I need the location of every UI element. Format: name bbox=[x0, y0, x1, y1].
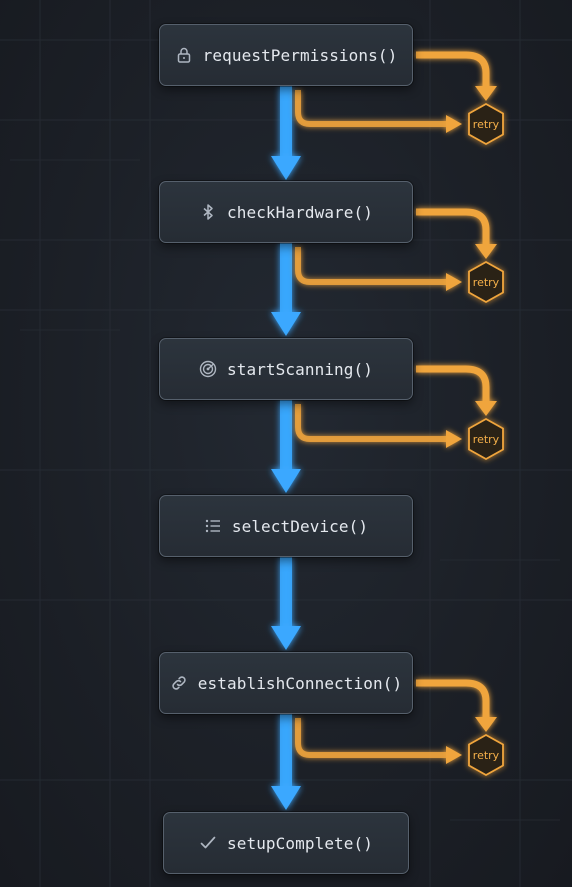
retry-loop-arrowhead bbox=[475, 717, 497, 732]
retry-flow-arrows bbox=[295, 51, 497, 764]
retry-badge-establish-connection[interactable]: retry bbox=[466, 733, 506, 777]
step-label: selectDevice() bbox=[231, 516, 369, 536]
main-flow-arrowhead bbox=[271, 312, 301, 336]
retry-loop-path bbox=[416, 51, 490, 88]
hexagon-icon bbox=[468, 417, 504, 461]
retry-loop-path bbox=[416, 679, 490, 719]
step-check-hardware[interactable]: checkHardware() bbox=[159, 181, 413, 243]
step-setup-complete[interactable]: setupComplete() bbox=[163, 812, 409, 874]
retry-branch-arrowhead bbox=[446, 273, 462, 291]
list-icon bbox=[204, 517, 222, 535]
retry-loop-arrowhead bbox=[475, 86, 497, 101]
step-start-scanning[interactable]: startScanning() bbox=[159, 338, 413, 400]
link-icon bbox=[170, 674, 188, 692]
step-label: checkHardware() bbox=[227, 202, 373, 222]
step-label: requestPermissions() bbox=[202, 45, 398, 65]
retry-label: retry bbox=[472, 117, 500, 131]
radar-icon bbox=[199, 360, 217, 378]
lock-icon bbox=[175, 46, 193, 64]
retry-loop-path bbox=[416, 208, 490, 246]
hexagon-icon bbox=[468, 260, 504, 304]
step-label: establishConnection() bbox=[197, 673, 403, 693]
main-flow-arrowhead bbox=[271, 786, 301, 810]
retry-loop-arrowhead bbox=[475, 244, 497, 259]
step-establish-connection[interactable]: establishConnection() bbox=[159, 652, 413, 714]
retry-label: retry bbox=[472, 275, 500, 289]
retry-branch-arrowhead bbox=[446, 430, 462, 448]
retry-loop-path bbox=[416, 365, 490, 403]
step-request-permissions[interactable]: requestPermissions() bbox=[159, 24, 413, 86]
retry-badge-request-permissions[interactable]: retry bbox=[466, 102, 506, 146]
retry-badge-start-scanning[interactable]: retry bbox=[466, 417, 506, 461]
main-flow-shaft bbox=[280, 86, 292, 156]
retry-branch-path bbox=[295, 718, 448, 758]
main-flow-shaft bbox=[280, 714, 292, 786]
step-select-device[interactable]: selectDevice() bbox=[159, 495, 413, 557]
retry-branch-path bbox=[295, 90, 448, 127]
main-flow-arrowhead bbox=[271, 156, 301, 180]
main-flow-shaft bbox=[280, 557, 292, 626]
retry-branch-path bbox=[295, 404, 448, 442]
step-label: startScanning() bbox=[227, 359, 373, 379]
main-flow-arrowhead bbox=[271, 469, 301, 493]
retry-badge-check-hardware[interactable]: retry bbox=[466, 260, 506, 304]
hexagon-icon bbox=[468, 102, 504, 146]
retry-branch-path bbox=[295, 247, 448, 285]
step-label: setupComplete() bbox=[227, 833, 373, 853]
retry-label: retry bbox=[472, 432, 500, 446]
check-icon bbox=[199, 834, 217, 852]
retry-label: retry bbox=[472, 748, 500, 762]
hexagon-icon bbox=[468, 733, 504, 777]
main-flow-arrows bbox=[271, 86, 301, 810]
main-flow-shaft bbox=[280, 243, 292, 312]
retry-loop-arrowhead bbox=[475, 401, 497, 416]
main-flow-arrowhead bbox=[271, 626, 301, 650]
bluetooth-icon bbox=[199, 203, 217, 221]
main-flow-shaft bbox=[280, 400, 292, 469]
retry-branch-arrowhead bbox=[446, 115, 462, 133]
retry-branch-arrowhead bbox=[446, 746, 462, 764]
